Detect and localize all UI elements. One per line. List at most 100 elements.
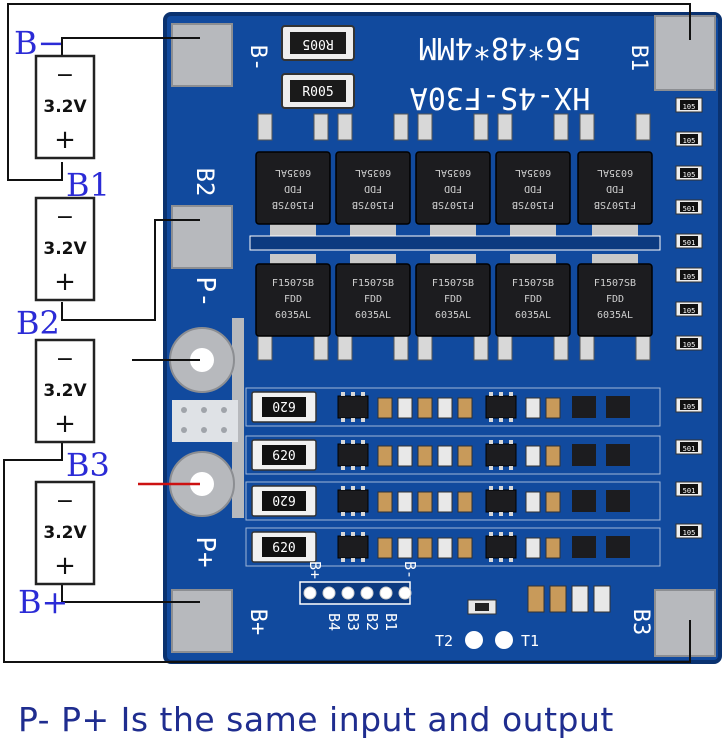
svg-text:R005: R005 xyxy=(302,36,333,51)
svg-text:FDD: FDD xyxy=(364,183,382,194)
pad-p-minus-hole xyxy=(190,348,214,372)
wire-b3 xyxy=(3,442,691,663)
svg-text:501: 501 xyxy=(683,445,696,453)
svg-text:6035AL: 6035AL xyxy=(355,167,391,178)
svg-text:FDD: FDD xyxy=(444,183,462,194)
balance-row-4: 620 xyxy=(245,527,661,567)
cell-minus-sign: − xyxy=(56,63,74,88)
thermal-pad-t2 xyxy=(465,631,483,649)
label-b-minus: B− xyxy=(14,24,64,62)
smd-resistor-right-6: 105 xyxy=(675,267,703,283)
cell-minus-sign: − xyxy=(56,489,74,514)
mosfet-array: F1507SBFDD6035ALF1507SBFDD6035ALF1507SBF… xyxy=(249,113,661,361)
svg-text:FDD: FDD xyxy=(284,183,302,194)
svg-text:620: 620 xyxy=(272,449,295,464)
svg-text:501: 501 xyxy=(683,239,696,247)
header-pin-1 xyxy=(303,586,317,600)
svg-text:501: 501 xyxy=(683,487,696,495)
smd-resistor-right-9: 105 xyxy=(675,397,703,413)
smd-resistor-right-1: 105 xyxy=(675,97,703,113)
svg-text:F1507SB: F1507SB xyxy=(352,278,394,289)
thermal-label-t1: T1 xyxy=(521,632,539,650)
cell-body xyxy=(34,338,96,444)
svg-text:6035AL: 6035AL xyxy=(597,310,633,321)
label-b2: B2 xyxy=(16,304,60,342)
header-label-1: B+ xyxy=(306,561,324,579)
wire-b-minus xyxy=(61,37,200,56)
header-label-4: B2 xyxy=(363,613,381,631)
svg-text:105: 105 xyxy=(683,307,696,315)
pad-label-b-minus: B- xyxy=(245,45,270,72)
cell-voltage: 3.2V xyxy=(43,381,87,401)
balance-row-3: 620 xyxy=(245,481,661,521)
pad-b1 xyxy=(654,15,716,91)
pad-p-plus-hole xyxy=(190,472,214,496)
header-pin-6 xyxy=(398,586,412,600)
battery-cells: −3.2V+−3.2V+−3.2V+−3.2V+ xyxy=(34,54,96,586)
cell-minus-sign: − xyxy=(56,205,74,230)
svg-text:6035AL: 6035AL xyxy=(435,167,471,178)
cell-minus-sign: − xyxy=(56,347,74,372)
svg-text:105: 105 xyxy=(683,137,696,145)
p-pad-bridge-dots xyxy=(181,407,227,433)
svg-text:105: 105 xyxy=(683,529,696,537)
svg-text:F1507SB: F1507SB xyxy=(272,278,314,289)
wire-b2 xyxy=(61,219,200,321)
svg-text:6035AL: 6035AL xyxy=(515,167,551,178)
pcb-board: 56*48*4MM HX-4S-F30A R005 R005 B- B1 B2 … xyxy=(163,12,722,664)
svg-text:620: 620 xyxy=(272,398,295,413)
svg-text:R005: R005 xyxy=(302,85,333,100)
top-resistor-1: R005 xyxy=(281,25,355,61)
svg-text:F1507SB: F1507SB xyxy=(432,199,474,210)
smd-resistor-right-5: 501 xyxy=(675,233,703,249)
smd-right-column: 105 105 105 501 501 105 105 105 105 501 501 105 xyxy=(675,97,703,539)
thermal-pad-t1 xyxy=(495,631,513,649)
svg-text:FDD: FDD xyxy=(284,294,302,305)
svg-text:FDD: FDD xyxy=(444,294,462,305)
svg-text:F1507SB: F1507SB xyxy=(432,278,474,289)
svg-text:105: 105 xyxy=(683,403,696,411)
pad-label-b3: B3 xyxy=(628,609,653,636)
balance-circuit-array: 620 620 620 620 xyxy=(245,387,661,567)
header-label-6: B- xyxy=(401,561,419,579)
cell-body xyxy=(34,54,96,160)
smd-resistor-right-2: 105 xyxy=(675,131,703,147)
svg-text:105: 105 xyxy=(683,273,696,281)
balance-row-2: 620 xyxy=(245,435,661,475)
svg-text:FDD: FDD xyxy=(606,183,624,194)
smd-resistor-right-12: 105 xyxy=(675,523,703,539)
svg-text:6035AL: 6035AL xyxy=(597,167,633,178)
cell-plus-sign: + xyxy=(54,267,76,297)
cell-plus-sign: + xyxy=(54,551,76,581)
smd-resistor-right-8: 105 xyxy=(675,335,703,351)
battery-cell-3: −3.2V+ xyxy=(34,338,96,444)
svg-text:FDD: FDD xyxy=(606,294,624,305)
battery-cell-1: −3.2V+ xyxy=(34,54,96,160)
header-label-2: B4 xyxy=(325,613,343,631)
svg-text:105: 105 xyxy=(683,341,696,349)
smd-resistor-right-4: 501 xyxy=(675,199,703,215)
svg-text:620: 620 xyxy=(272,541,295,556)
svg-text:F1507SB: F1507SB xyxy=(512,278,554,289)
smd-resistor-right-3: 105 xyxy=(675,165,703,181)
label-b-plus: B+ xyxy=(18,583,68,621)
pad-b-minus xyxy=(171,23,233,87)
balance-row-1: 620 xyxy=(245,387,661,427)
svg-text:FDD: FDD xyxy=(524,294,542,305)
wire-b-plus xyxy=(61,582,200,603)
battery-cell-4: −3.2V+ xyxy=(34,480,96,586)
header-label-5: B1 xyxy=(382,613,400,631)
svg-text:F1507SB: F1507SB xyxy=(272,199,314,210)
smd-resistor-right-10: 501 xyxy=(675,439,703,455)
svg-text:105: 105 xyxy=(683,171,696,179)
svg-text:6035AL: 6035AL xyxy=(275,167,311,178)
header-label-3: B3 xyxy=(344,613,362,631)
pad-label-b-plus: B+ xyxy=(245,609,270,636)
svg-text:620: 620 xyxy=(272,492,295,507)
board-model-label: HX-4S-F30A xyxy=(410,80,591,115)
